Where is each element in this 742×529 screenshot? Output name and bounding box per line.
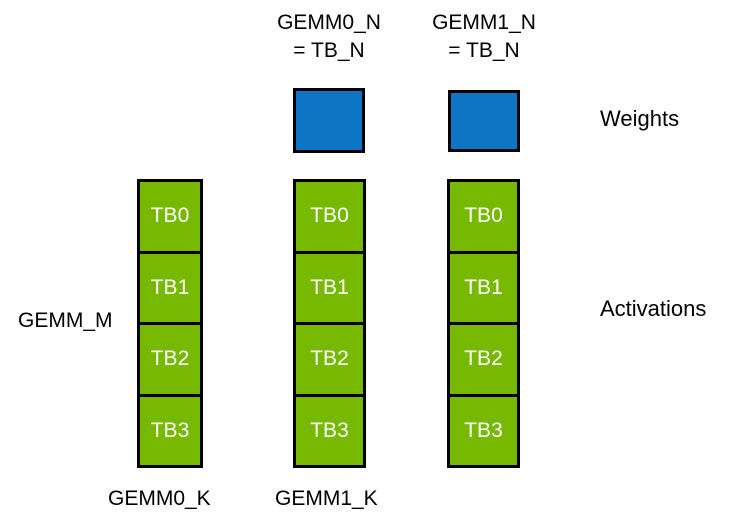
- tb-cell: TB3: [296, 396, 363, 465]
- gemm1-k-label: GEMM1_K: [275, 487, 378, 510]
- gemm-m-label: GEMM_M: [18, 309, 113, 332]
- tb-cell: TB1: [140, 253, 200, 322]
- gemm0-n-label-line1: GEMM0_N: [277, 11, 381, 34]
- tb-cell: TB2: [450, 325, 517, 394]
- gemm0-n-label-line2: = TB_N: [293, 39, 365, 62]
- activations-column-gemm1: TB0 TB1 TB2 TB3: [447, 179, 520, 468]
- gemm1-n-label-line2: = TB_N: [448, 39, 520, 62]
- tb-cell: TB3: [450, 396, 517, 465]
- weights-block-gemm1: [448, 90, 520, 152]
- tb-cell: TB1: [450, 253, 517, 322]
- gemm0-k-label: GEMM0_K: [108, 487, 211, 510]
- weights-block-gemm0: [293, 88, 365, 153]
- tb-cell: TB0: [140, 182, 200, 251]
- activations-column-left: TB0 TB1 TB2 TB3: [137, 179, 203, 468]
- gemm1-n-label-line1: GEMM1_N: [432, 11, 536, 34]
- gemm0-n-label: GEMM0_N = TB_N: [249, 9, 409, 65]
- weights-label: Weights: [600, 106, 680, 131]
- activations-column-gemm0: TB0 TB1 TB2 TB3: [293, 179, 366, 468]
- tb-cell: TB2: [140, 325, 200, 394]
- gemm1-n-label: GEMM1_N = TB_N: [404, 9, 564, 65]
- tb-cell: TB2: [296, 325, 363, 394]
- tb-cell: TB0: [450, 182, 517, 251]
- tb-cell: TB3: [140, 396, 200, 465]
- tb-cell: TB0: [296, 182, 363, 251]
- activations-label: Activations: [600, 296, 707, 321]
- tb-cell: TB1: [296, 253, 363, 322]
